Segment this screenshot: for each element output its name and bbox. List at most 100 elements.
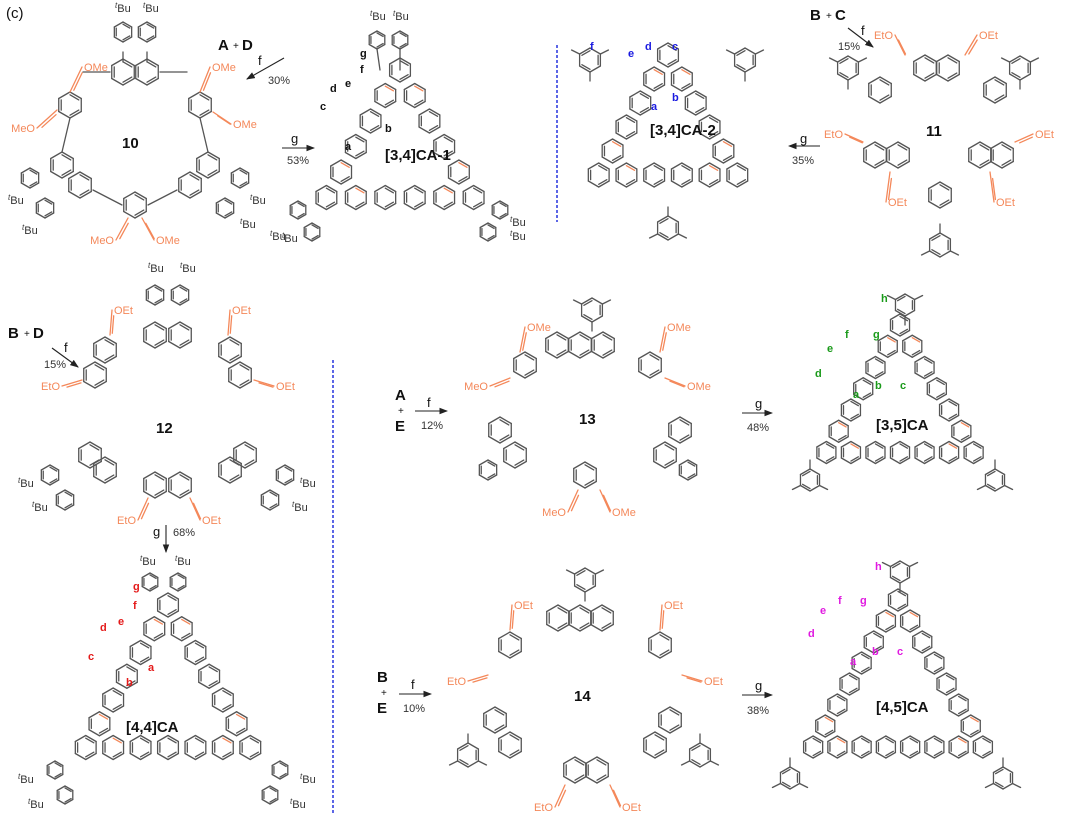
double-bond [139, 751, 150, 758]
bond [40, 464, 51, 471]
bond [573, 585, 586, 593]
double-bond [494, 709, 505, 716]
vinyl-ether-label: EtO [824, 129, 843, 141]
double-bond [514, 459, 525, 466]
tbu-label: tBu [510, 229, 526, 244]
vinyl-ether-label: EtO [874, 30, 893, 42]
bond [779, 766, 791, 774]
bond [615, 162, 628, 170]
bond [228, 361, 241, 370]
bond [848, 672, 860, 680]
bond [340, 159, 353, 167]
bond [970, 714, 981, 722]
bond [684, 108, 697, 116]
bond [914, 440, 926, 448]
double-bond [524, 369, 535, 376]
bond [894, 309, 906, 317]
bond [615, 132, 628, 140]
double-bond [189, 174, 200, 181]
bond [179, 340, 192, 349]
proton-label: a [850, 656, 857, 668]
bond [269, 798, 279, 805]
proton-label: c [897, 646, 903, 658]
bond [194, 752, 207, 761]
bond [167, 610, 180, 618]
bond [963, 440, 975, 448]
bond [443, 133, 456, 142]
double-bond [931, 234, 941, 241]
bond [311, 222, 321, 229]
tbu-label: tBu [290, 797, 306, 812]
bond [139, 639, 152, 648]
bond [557, 604, 570, 613]
bond [928, 250, 941, 258]
bond [827, 693, 839, 701]
double-bond [194, 656, 205, 663]
bond [384, 184, 397, 193]
double-bond [112, 689, 122, 696]
double-bond [487, 224, 495, 230]
double-bond [44, 199, 53, 205]
double-bond [297, 202, 305, 208]
bond [992, 782, 1004, 790]
bond [860, 667, 872, 675]
bond [139, 752, 152, 761]
bond [129, 752, 142, 761]
bond [838, 436, 849, 443]
bond [708, 132, 721, 140]
arrow-icon [246, 57, 285, 80]
bond [885, 171, 891, 203]
bond [129, 734, 142, 743]
proton-label: c [88, 651, 94, 663]
double-bond [899, 456, 909, 462]
bond [681, 180, 693, 188]
bond [968, 141, 981, 150]
bond [687, 474, 698, 481]
bond [840, 398, 852, 406]
double-bond [887, 337, 896, 343]
bond [865, 440, 877, 448]
vinyl-ether-label: OEt [888, 197, 907, 209]
bond [494, 706, 507, 715]
bond [56, 798, 66, 805]
bond [851, 651, 863, 659]
double-bond [659, 217, 669, 224]
double-bond [509, 649, 520, 656]
double-bond [736, 64, 746, 71]
double-bond [369, 125, 380, 132]
bond [948, 735, 960, 743]
bond [889, 560, 901, 568]
bond [137, 36, 148, 43]
proton-label: a [148, 662, 155, 674]
double-bond [244, 459, 255, 466]
bond [1000, 57, 1011, 63]
double-bond [79, 174, 90, 181]
bond [488, 435, 501, 444]
double-bond [122, 61, 133, 68]
bond [129, 657, 142, 666]
bond [168, 321, 181, 330]
bond [851, 751, 863, 759]
bond [976, 484, 987, 491]
yield: 38% [747, 705, 769, 717]
proton-label: f [838, 595, 842, 607]
bond [989, 171, 995, 203]
bond [653, 66, 666, 74]
bond [253, 379, 275, 387]
bond [467, 760, 480, 768]
bond [964, 34, 978, 56]
bond [818, 484, 829, 491]
bond [670, 66, 683, 74]
double-bond [874, 159, 885, 166]
bond [196, 170, 209, 179]
bond [230, 182, 241, 189]
bond [836, 73, 849, 81]
double-bond [69, 109, 80, 116]
bond [141, 217, 155, 241]
yield: 12% [421, 420, 443, 432]
bond [399, 57, 412, 65]
bond [93, 456, 106, 465]
bond [50, 170, 63, 179]
bond [487, 474, 498, 481]
